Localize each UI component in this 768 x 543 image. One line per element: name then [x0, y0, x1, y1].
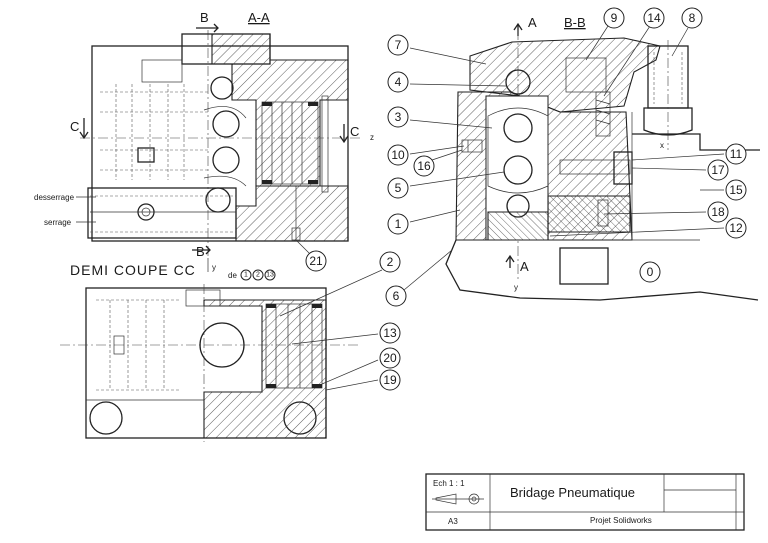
title-block: Ech 1 : 1 Bridage Pneumatique A3 Projet …: [425, 473, 745, 531]
svg-text:2: 2: [387, 255, 394, 269]
balloon-0: 0: [639, 261, 661, 283]
balloon-19: 19: [325, 369, 401, 391]
balloon-17: 17: [631, 159, 729, 181]
drawing-title: Bridage Pneumatique: [510, 485, 635, 500]
balloon-15: 15: [700, 179, 747, 201]
axis-label-x: x: [660, 141, 664, 150]
balloon-21: 21: [295, 239, 327, 272]
balloon-16: 16: [413, 149, 463, 177]
hatched-half-cc: [203, 299, 327, 439]
balloon-8: 8: [671, 7, 703, 57]
base-table: [445, 239, 759, 301]
projection-symbol-icon: [432, 493, 484, 505]
svg-text:18: 18: [711, 205, 725, 219]
balloon-1: 1: [387, 209, 461, 235]
svg-text:10: 10: [391, 148, 405, 162]
svg-text:1: 1: [395, 217, 402, 231]
balloon-20: 20: [321, 347, 401, 385]
svg-text:17: 17: [711, 163, 725, 177]
label-serrage: serrage: [44, 218, 72, 227]
svg-text:0: 0: [647, 265, 654, 279]
axis-label-y-aa: y: [212, 263, 216, 272]
balloon-10: 10: [387, 144, 465, 166]
svg-text:19: 19: [383, 373, 397, 387]
svg-text:20: 20: [383, 351, 397, 365]
cut-label-b-bottom: B: [196, 244, 205, 259]
svg-text:6: 6: [393, 289, 400, 303]
note-ref-3: 13: [264, 269, 276, 281]
cut-label-b-top: B: [200, 10, 209, 25]
svg-text:11: 11: [730, 147, 743, 161]
svg-text:14: 14: [647, 11, 661, 25]
view-title-cc: DEMI COUPE CC: [70, 262, 196, 278]
balloon-11: 11: [631, 143, 747, 165]
note-ref-2: 2: [252, 269, 264, 281]
svg-text:13: 13: [266, 272, 274, 279]
cut-label-c-left: C: [70, 119, 79, 134]
view-section-bb: A B-B: [385, 7, 760, 307]
balloon-5: 5: [387, 171, 505, 199]
view-section-aa: B A-A: [34, 10, 374, 272]
sheet-format: A3: [448, 517, 458, 526]
cut-label-a-bottom: A: [520, 259, 529, 274]
cut-label-c-right: C: [350, 124, 359, 139]
svg-text:15: 15: [729, 183, 743, 197]
view-title-bb: B-B: [564, 15, 586, 30]
svg-text:7: 7: [395, 38, 402, 52]
axis-label-z: z: [370, 133, 374, 142]
cut-label-a-top: A: [528, 15, 537, 30]
view-title-aa: A-A: [248, 10, 270, 25]
svg-text:8: 8: [689, 11, 696, 25]
note-prefix: de: [228, 271, 237, 280]
svg-text:9: 9: [611, 11, 618, 25]
view-section-cc: DEMI COUPE CC de 1 2 13: [60, 251, 401, 442]
axis-label-y-bb: y: [514, 283, 518, 292]
svg-text:13: 13: [383, 326, 397, 340]
balloon-6: 6: [385, 249, 453, 307]
svg-text:12: 12: [729, 221, 743, 235]
note-ref-1: 1: [240, 269, 252, 281]
balloon-9: 9: [585, 7, 625, 61]
svg-text:16: 16: [417, 159, 431, 173]
scale-label: Ech 1 : 1: [433, 479, 465, 488]
balloon-14: 14: [603, 7, 665, 97]
svg-text:5: 5: [395, 181, 402, 195]
svg-text:21: 21: [309, 254, 323, 268]
project-label: Projet Solidworks: [590, 516, 652, 525]
svg-text:2: 2: [256, 272, 260, 279]
balloon-7: 7: [387, 34, 487, 65]
balloon-12: 12: [549, 217, 747, 239]
label-desserrage: desserrage: [34, 193, 75, 202]
balloon-18: 18: [603, 201, 729, 223]
balloon-4: 4: [387, 71, 507, 93]
svg-text:3: 3: [395, 110, 402, 124]
balloon-2: 2: [279, 251, 401, 317]
hatched-block-aa: [211, 33, 349, 187]
svg-text:1: 1: [244, 272, 248, 279]
balloon-3: 3: [387, 106, 493, 129]
balloon-13: 13: [291, 322, 401, 345]
svg-text:4: 4: [395, 75, 402, 89]
